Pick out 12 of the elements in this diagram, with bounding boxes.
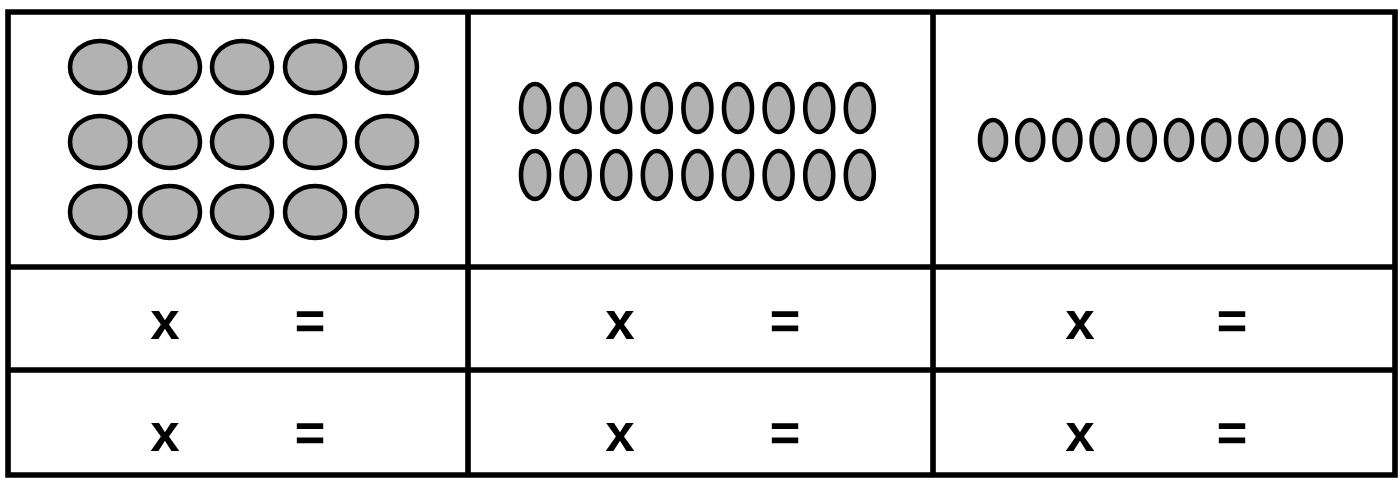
equals-sign: = bbox=[1218, 423, 1246, 444]
equals-sign: = bbox=[1218, 311, 1246, 332]
times-sign: x bbox=[605, 311, 635, 339]
times-sign: x bbox=[1065, 311, 1095, 339]
equals-sign: = bbox=[771, 311, 799, 332]
equals-sign: = bbox=[296, 311, 324, 332]
times-sign: x bbox=[605, 423, 635, 451]
equals-sign: = bbox=[771, 423, 799, 444]
times-sign: x bbox=[150, 423, 180, 451]
times-sign: x bbox=[150, 311, 180, 339]
times-sign: x bbox=[1065, 423, 1095, 451]
equals-sign: = bbox=[296, 423, 324, 444]
